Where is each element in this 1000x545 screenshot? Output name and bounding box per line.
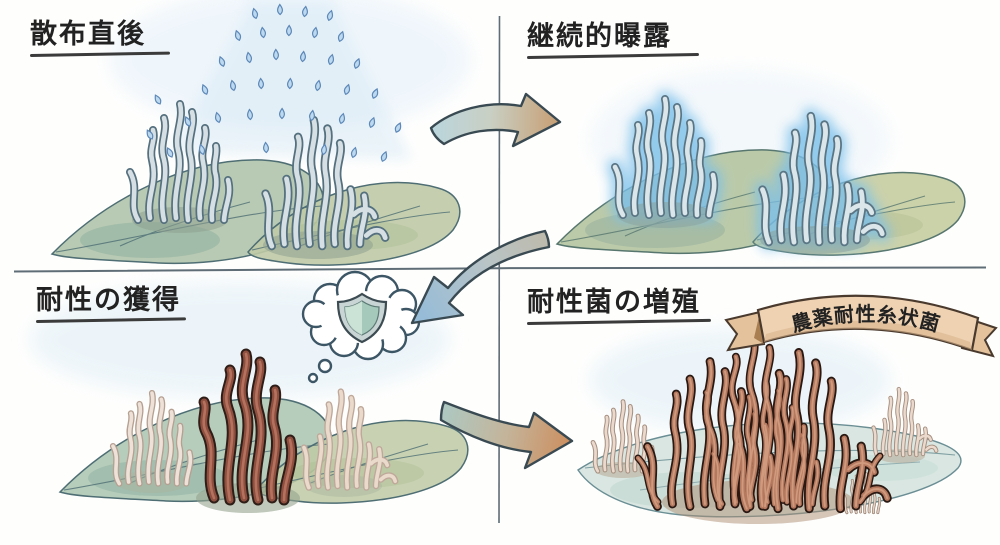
leaf bbox=[51, 159, 461, 266]
panel-label-after-spray: 散布直後 bbox=[29, 19, 171, 57]
panel-continuous-exposure bbox=[556, 70, 966, 256]
ribbon-banner-icon: 農薬耐性糸状菌 bbox=[724, 294, 998, 358]
label-underline bbox=[35, 317, 186, 323]
mulch bbox=[617, 202, 713, 228]
divider-horizontal bbox=[13, 266, 987, 273]
panel-label-resistant-proliferation: 耐性菌の増殖 bbox=[526, 287, 711, 325]
panel-label-text: 耐性の獲得 bbox=[36, 285, 181, 315]
panel-after-spray bbox=[51, 0, 470, 266]
shield-icon bbox=[336, 292, 388, 344]
panel-label-resistance-acquired: 耐性の獲得 bbox=[35, 285, 186, 323]
label-underline bbox=[526, 52, 699, 59]
curved-arrow-icon-step3 bbox=[439, 400, 574, 470]
curved-arrow-icon-step2 bbox=[410, 229, 551, 325]
thought-bubble-icon bbox=[301, 270, 421, 384]
panel-label-text: 耐性菌の増殖 bbox=[527, 287, 701, 317]
panel-label-continuous-exposure: 継続的曝露 bbox=[526, 21, 699, 59]
panel-resistant-proliferation: 農薬耐性糸状菌 bbox=[577, 294, 998, 524]
mulch bbox=[132, 207, 228, 233]
panel-label-text: 継続的曝露 bbox=[527, 21, 672, 51]
curved-arrow-icon-step1 bbox=[429, 92, 562, 148]
panel-resistance-acquired bbox=[30, 270, 469, 513]
label-underline bbox=[29, 51, 171, 57]
panel-label-text: 散布直後 bbox=[30, 19, 146, 49]
label-underline bbox=[526, 318, 711, 325]
